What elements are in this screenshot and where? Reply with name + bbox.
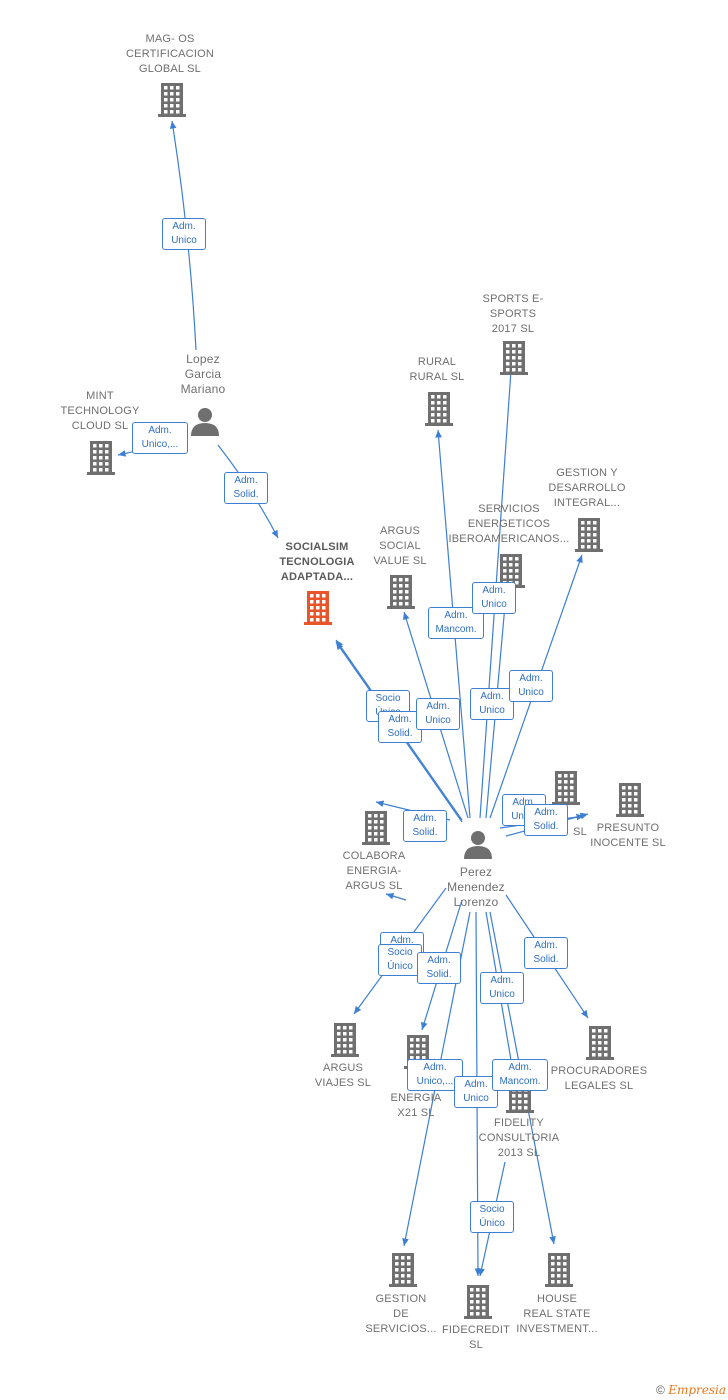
building-icon[interactable] <box>500 341 528 375</box>
building-icon[interactable] <box>87 441 115 475</box>
building-icon[interactable] <box>331 1023 359 1057</box>
company-label-rural[interactable]: RURAL RURAL SL <box>409 356 465 383</box>
relation-label[interactable]: Adm. Unico <box>162 218 206 250</box>
building-icon[interactable] <box>575 518 603 552</box>
company-label-argus_viajes[interactable]: ARGUS VIAJES SL <box>314 1062 372 1089</box>
company-label-house[interactable]: HOUSE REAL STATE INVESTMENT... <box>516 1293 598 1335</box>
person-label-lopez[interactable]: Lopez Garcia Mariano <box>180 352 226 396</box>
company-label-servicios[interactable]: SERVICIOS ENERGETICOS IBEROAMERICANOS... <box>448 503 570 545</box>
relation-label[interactable]: Adm. Unico <box>470 688 514 720</box>
relation-label[interactable]: Adm. Solid. <box>378 711 422 743</box>
building-icon[interactable] <box>552 771 580 805</box>
company-label-mint[interactable]: MINT TECHNOLOGY CLOUD SL <box>60 390 140 432</box>
edge-perez-energia_x21 <box>385 892 407 901</box>
building-icon[interactable] <box>389 1253 417 1287</box>
person-label-perez[interactable]: Perez Menendez Lorenzo <box>447 865 505 909</box>
building-icon[interactable] <box>616 783 644 817</box>
company-label-mag[interactable]: MAG- OS CERTIFICACION GLOBAL SL <box>126 33 214 75</box>
relation-label[interactable]: Adm. Solid. <box>403 810 447 842</box>
relation-label[interactable]: Adm. Unico <box>509 670 553 702</box>
person-icon[interactable] <box>191 408 219 436</box>
relation-label[interactable]: Adm. Solid. <box>224 472 268 504</box>
brand-name: Empresia <box>668 1383 726 1397</box>
company-label-gestion_des[interactable]: GESTION Y DESARROLLO INTEGRAL... <box>548 467 626 509</box>
relation-label[interactable]: Adm. Unico <box>472 582 516 614</box>
relation-label[interactable]: Adm. Unico,... <box>407 1059 463 1091</box>
relation-label[interactable]: Adm. Unico,... <box>132 422 188 454</box>
building-icon[interactable] <box>586 1026 614 1060</box>
company-label-colabora[interactable]: COLABORA ENERGIA- ARGUS SL <box>342 850 406 892</box>
relation-label[interactable]: Socio Único <box>378 944 422 976</box>
copyright-symbol: © <box>656 1383 665 1397</box>
building-icon[interactable] <box>304 591 332 625</box>
company-label-gestion_serv[interactable]: GESTION DE SERVICIOS... <box>365 1293 437 1335</box>
relation-label[interactable]: Adm. Unico <box>480 972 524 1004</box>
building-icon[interactable] <box>387 575 415 609</box>
relation-label[interactable]: Adm. Solid. <box>417 952 461 984</box>
relation-label[interactable]: Adm. Unico <box>454 1076 498 1108</box>
company-label-procuradores[interactable]: PROCURADORES LEGALES SL <box>550 1065 648 1092</box>
building-icon[interactable] <box>545 1253 573 1287</box>
company-label-presunto[interactable]: PRESUNTO INOCENTE SL <box>590 822 666 849</box>
building-icon[interactable] <box>464 1285 492 1319</box>
building-icon[interactable] <box>158 83 186 117</box>
building-icon[interactable] <box>362 811 390 845</box>
company-label-fidecredit[interactable]: FIDECREDIT SL <box>442 1324 510 1351</box>
building-icon[interactable] <box>425 392 453 426</box>
footer-brand: © Empresia <box>656 1383 726 1397</box>
relation-label[interactable]: Adm. Unico <box>416 698 460 730</box>
company-label-b_sl[interactable]: SL <box>573 826 587 838</box>
company-label-sports[interactable]: SPORTS E- SPORTS 2017 SL <box>482 293 544 335</box>
company-label-socialsim[interactable]: SOCIALSIM TECNOLOGIA ADAPTADA... <box>279 541 355 583</box>
relation-label[interactable]: Adm. Mancom. <box>492 1059 548 1091</box>
relation-label[interactable]: Adm. Solid. <box>524 804 568 836</box>
relation-label[interactable]: Socio Único <box>470 1201 514 1233</box>
relation-label[interactable]: Adm. Solid. <box>524 937 568 969</box>
company-label-fidelity[interactable]: FIDELITY CONSULTORIA 2013 SL <box>478 1117 560 1159</box>
person-icon[interactable] <box>464 831 492 859</box>
company-label-argus_sv[interactable]: ARGUS SOCIAL VALUE SL <box>373 525 427 567</box>
